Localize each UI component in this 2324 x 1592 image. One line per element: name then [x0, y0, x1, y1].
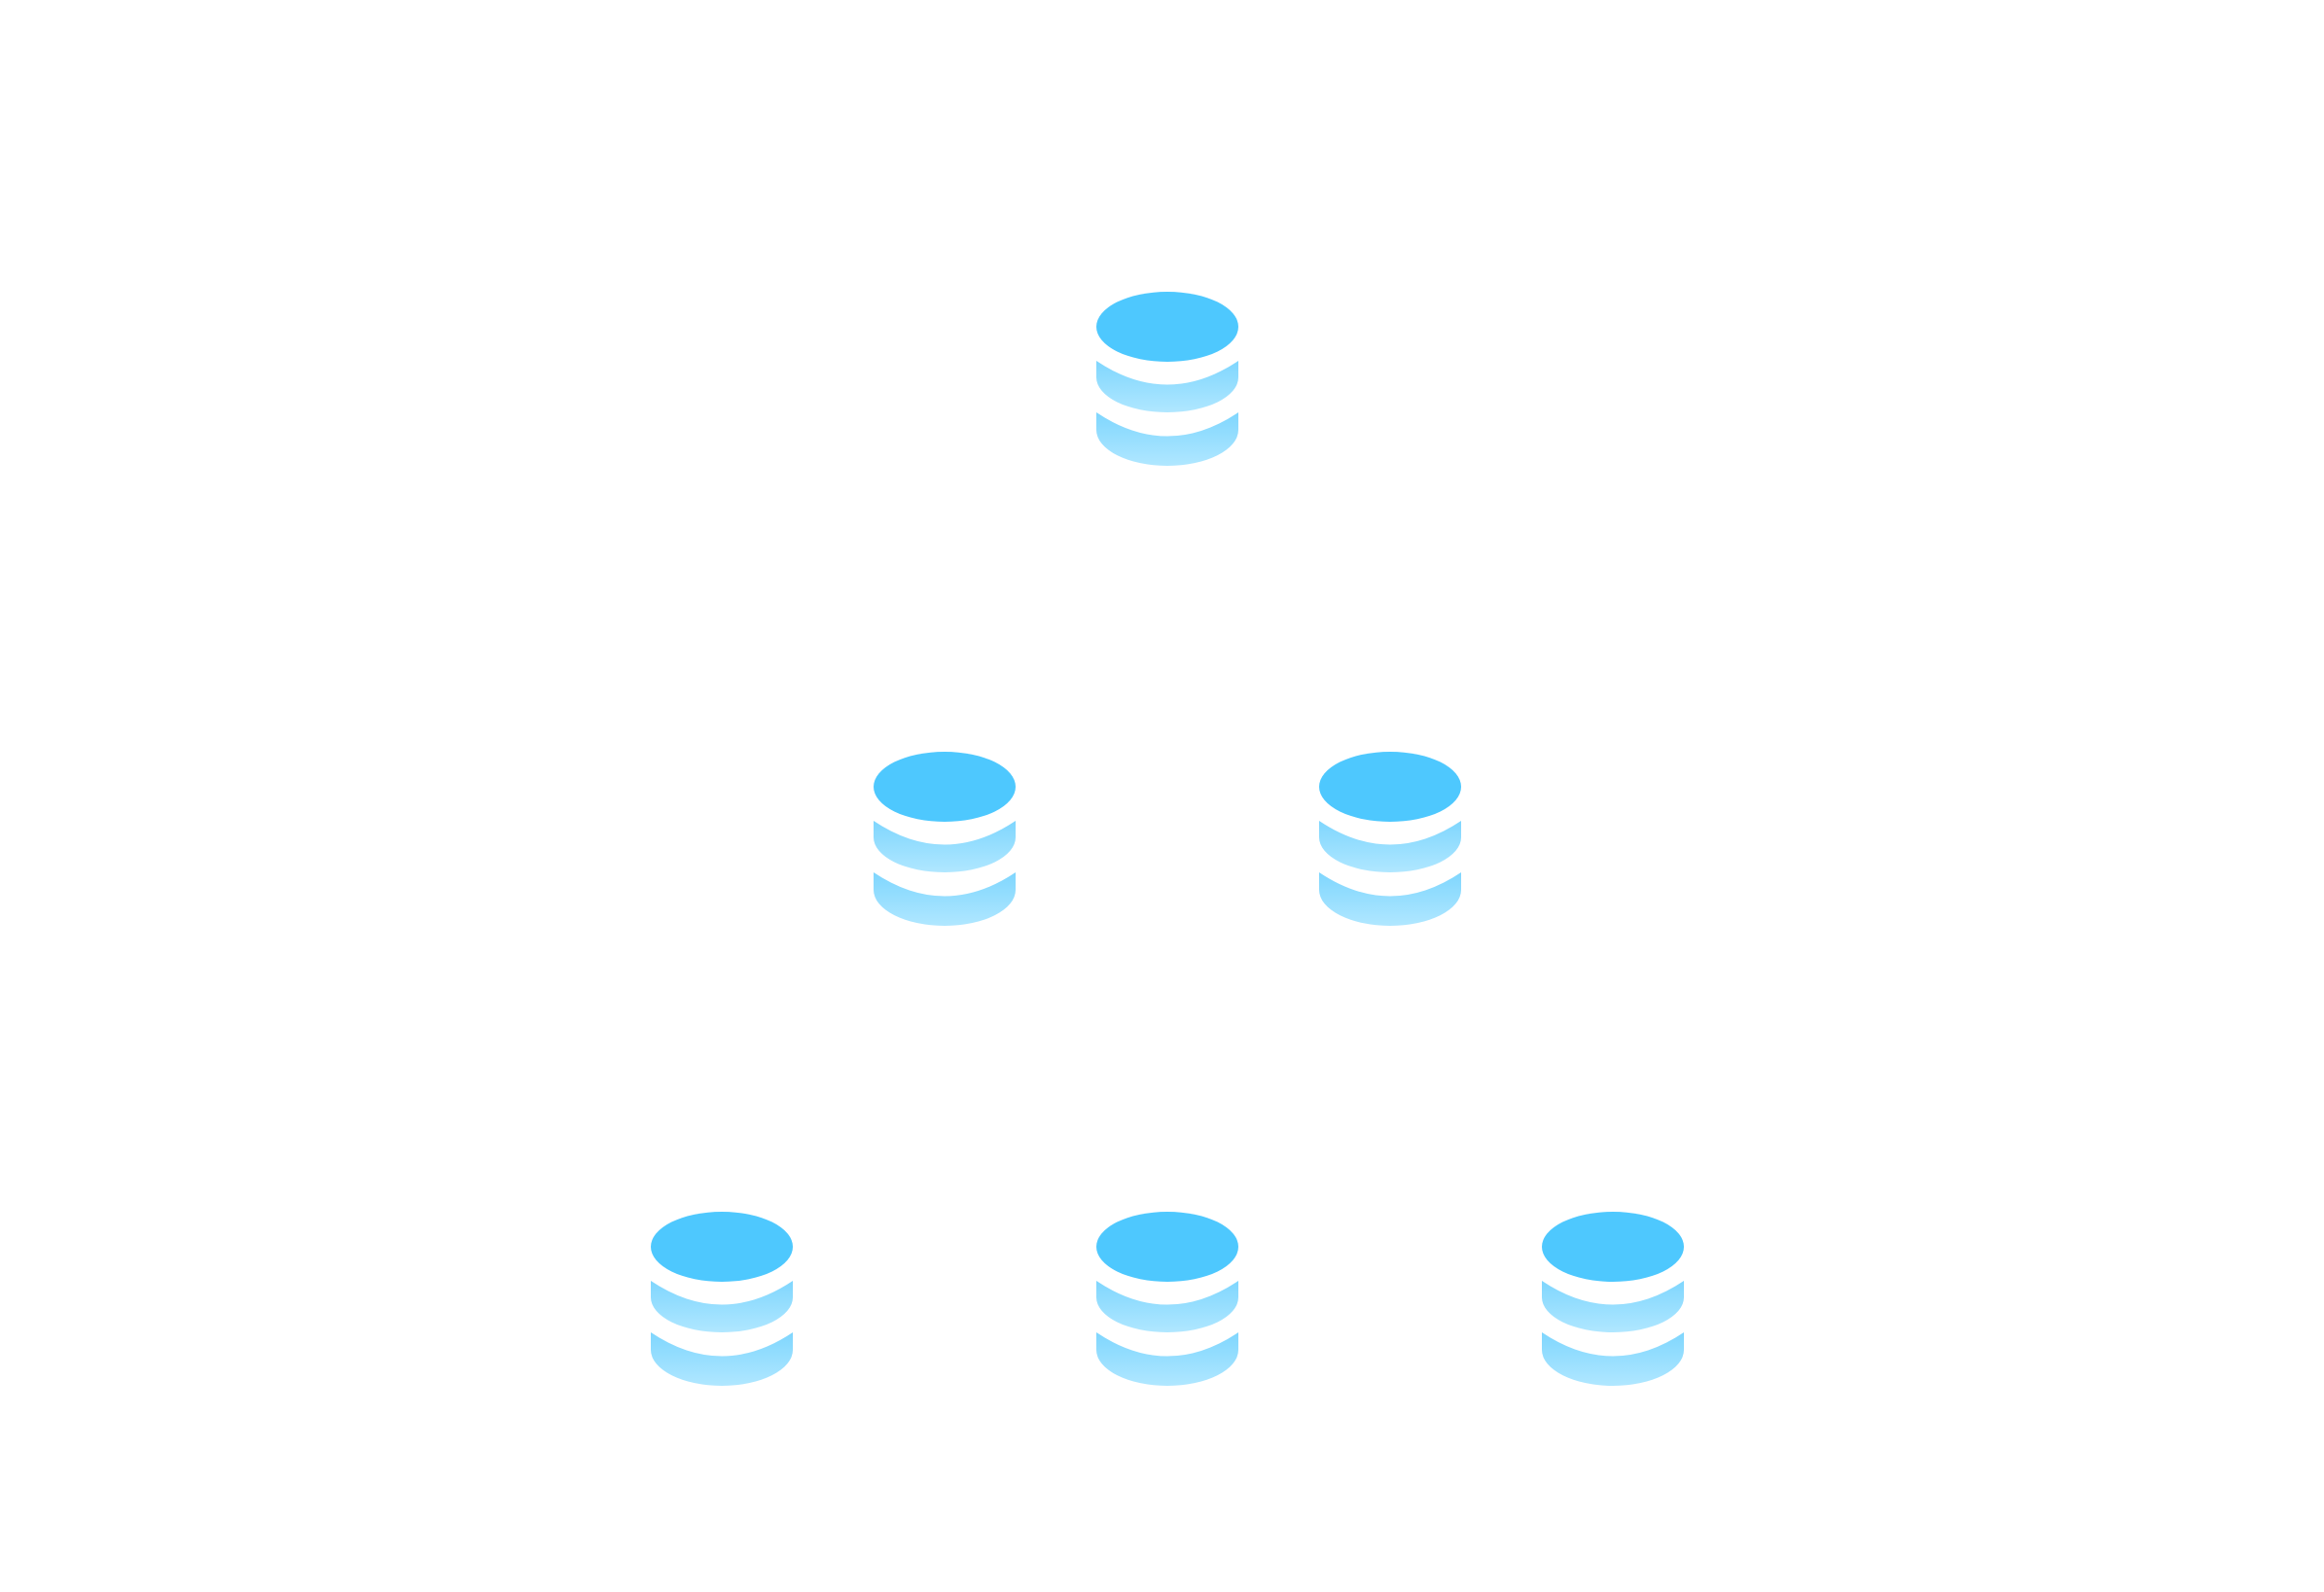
database-node-leaf-middle [1095, 1204, 1239, 1395]
database-icon [1096, 1212, 1238, 1386]
database-icon [1542, 1212, 1684, 1386]
database-icon [874, 752, 1016, 926]
database-node-child-left [873, 744, 1017, 935]
database-icon [1319, 752, 1461, 926]
database-node-leaf-right [1541, 1204, 1685, 1395]
database-node-child-right [1318, 744, 1462, 935]
database-node-leaf-left [650, 1204, 794, 1395]
database-icon [1096, 292, 1238, 466]
database-node-root [1095, 284, 1239, 475]
database-icon [651, 1212, 793, 1386]
